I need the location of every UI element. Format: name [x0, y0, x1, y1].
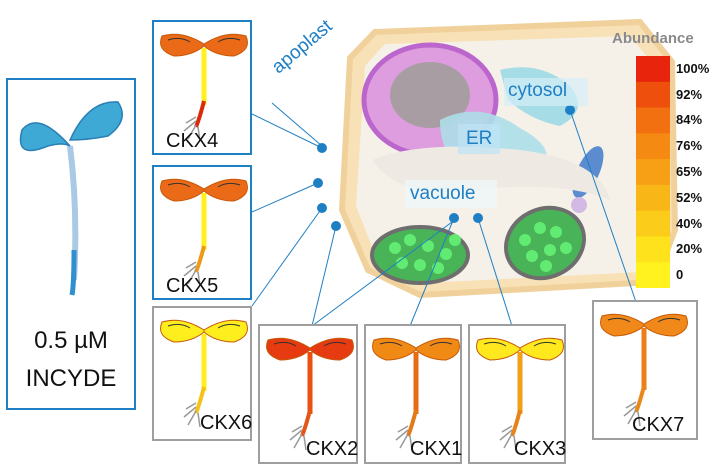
- enzyme-label-ckx6: CKX6: [200, 412, 253, 434]
- dot-apoplast-2: [313, 178, 323, 188]
- seedling-drawing: [160, 33, 248, 142]
- er-label-background: [458, 124, 500, 154]
- legend-swatch-7: [636, 236, 670, 263]
- connector-ckx2-er: [311, 221, 453, 327]
- vacuole-label: vacuole: [410, 183, 476, 204]
- enzyme-label-ckx7: CKX7: [632, 414, 685, 436]
- connector-ckx7: [569, 109, 637, 303]
- legend-tick-label: 84%: [676, 112, 703, 128]
- legend-swatch-3: [636, 133, 670, 160]
- connector-ckx6: [251, 207, 323, 307]
- seedling-panel-ckx1: CKX1: [364, 324, 462, 464]
- seedling-drawing: [600, 313, 688, 427]
- seedling-panel-ckx3: CKX3: [468, 324, 566, 464]
- legend-swatch-6: [636, 210, 670, 237]
- chloroplast-right: [504, 205, 586, 281]
- seedling-drawing: [372, 337, 460, 451]
- connector-ckx2-apoplast: [311, 225, 337, 327]
- connector-ckx1: [409, 217, 455, 327]
- incyde-seedling-image: [19, 101, 123, 296]
- enzyme-label-ckx5: CKX5: [166, 275, 219, 297]
- vacuole-label-background: [405, 180, 497, 208]
- enzyme-label-ckx1: CKX1: [410, 438, 463, 460]
- seedling-drawing: [266, 337, 354, 451]
- dot-apoplast-4: [331, 221, 341, 231]
- connector-ckx5: [251, 182, 319, 213]
- connector-lines: [251, 102, 637, 327]
- enzyme-label-ckx4: CKX4: [166, 130, 219, 152]
- legend-swatch-8: [636, 262, 670, 288]
- seedling-panel-ckx4: CKX4: [152, 20, 252, 155]
- legend-tick-label: 52%: [676, 189, 703, 205]
- legend-swatch-0: [636, 56, 670, 83]
- chloroplast-left: [370, 225, 470, 285]
- dot-apoplast-3: [317, 203, 327, 213]
- cytosol-label: cytosol: [508, 80, 568, 101]
- legend-tick-label: 92%: [676, 86, 703, 102]
- connector-apoplast-label: [271, 102, 323, 147]
- legend-swatch-1: [636, 81, 670, 109]
- seedling-panel-ckx7: CKX7: [592, 300, 698, 440]
- plant-cell-illustration: [338, 18, 679, 299]
- dot-vacuole-2: [473, 213, 483, 223]
- enzyme-label-ckx2: CKX2: [306, 438, 359, 460]
- legend-tick-label: 65%: [676, 164, 703, 179]
- seedling-panel-ckx2: CKX2: [258, 324, 358, 464]
- legend-tick-label: 20%: [676, 241, 703, 257]
- incyde-concentration: 0.5 µM: [34, 327, 108, 354]
- incyde-treatment-label: 0.5 µM INCYDE: [6, 322, 136, 398]
- legend-swatch-5: [636, 184, 670, 212]
- dot-cytosol: [565, 105, 575, 115]
- er-label: ER: [466, 128, 493, 149]
- enzyme-label-ckx3: CKX3: [514, 438, 567, 460]
- seedling-panel-ckx5: CKX5: [152, 165, 252, 300]
- dot-vacuole-1: [449, 213, 459, 223]
- cytosol-label-background: [504, 78, 588, 106]
- incyde-seedling-panel: [6, 78, 136, 410]
- connector-ckx4: [251, 113, 323, 149]
- seedling-panel-ckx6: CKX6: [152, 306, 252, 441]
- legend-tick-label: 40%: [676, 215, 703, 231]
- legend-title: Abundance: [612, 30, 694, 47]
- legend-swatch-2: [636, 107, 670, 134]
- legend-tick-label: 100%: [676, 60, 710, 76]
- connector-ckx3: [477, 217, 513, 327]
- abundance-color-scale: [636, 56, 670, 288]
- dot-apoplast-1: [317, 143, 327, 153]
- seedling-drawing: [160, 178, 248, 287]
- compartment-dots: [313, 105, 575, 231]
- seedling-drawing: [476, 337, 564, 451]
- incyde-compound: INCYDE: [25, 365, 117, 392]
- legend-tick-label: 0: [676, 267, 684, 283]
- legend-tick-label: 76%: [676, 138, 703, 154]
- seedling-drawing: [160, 319, 248, 428]
- legend-swatch-4: [636, 159, 670, 186]
